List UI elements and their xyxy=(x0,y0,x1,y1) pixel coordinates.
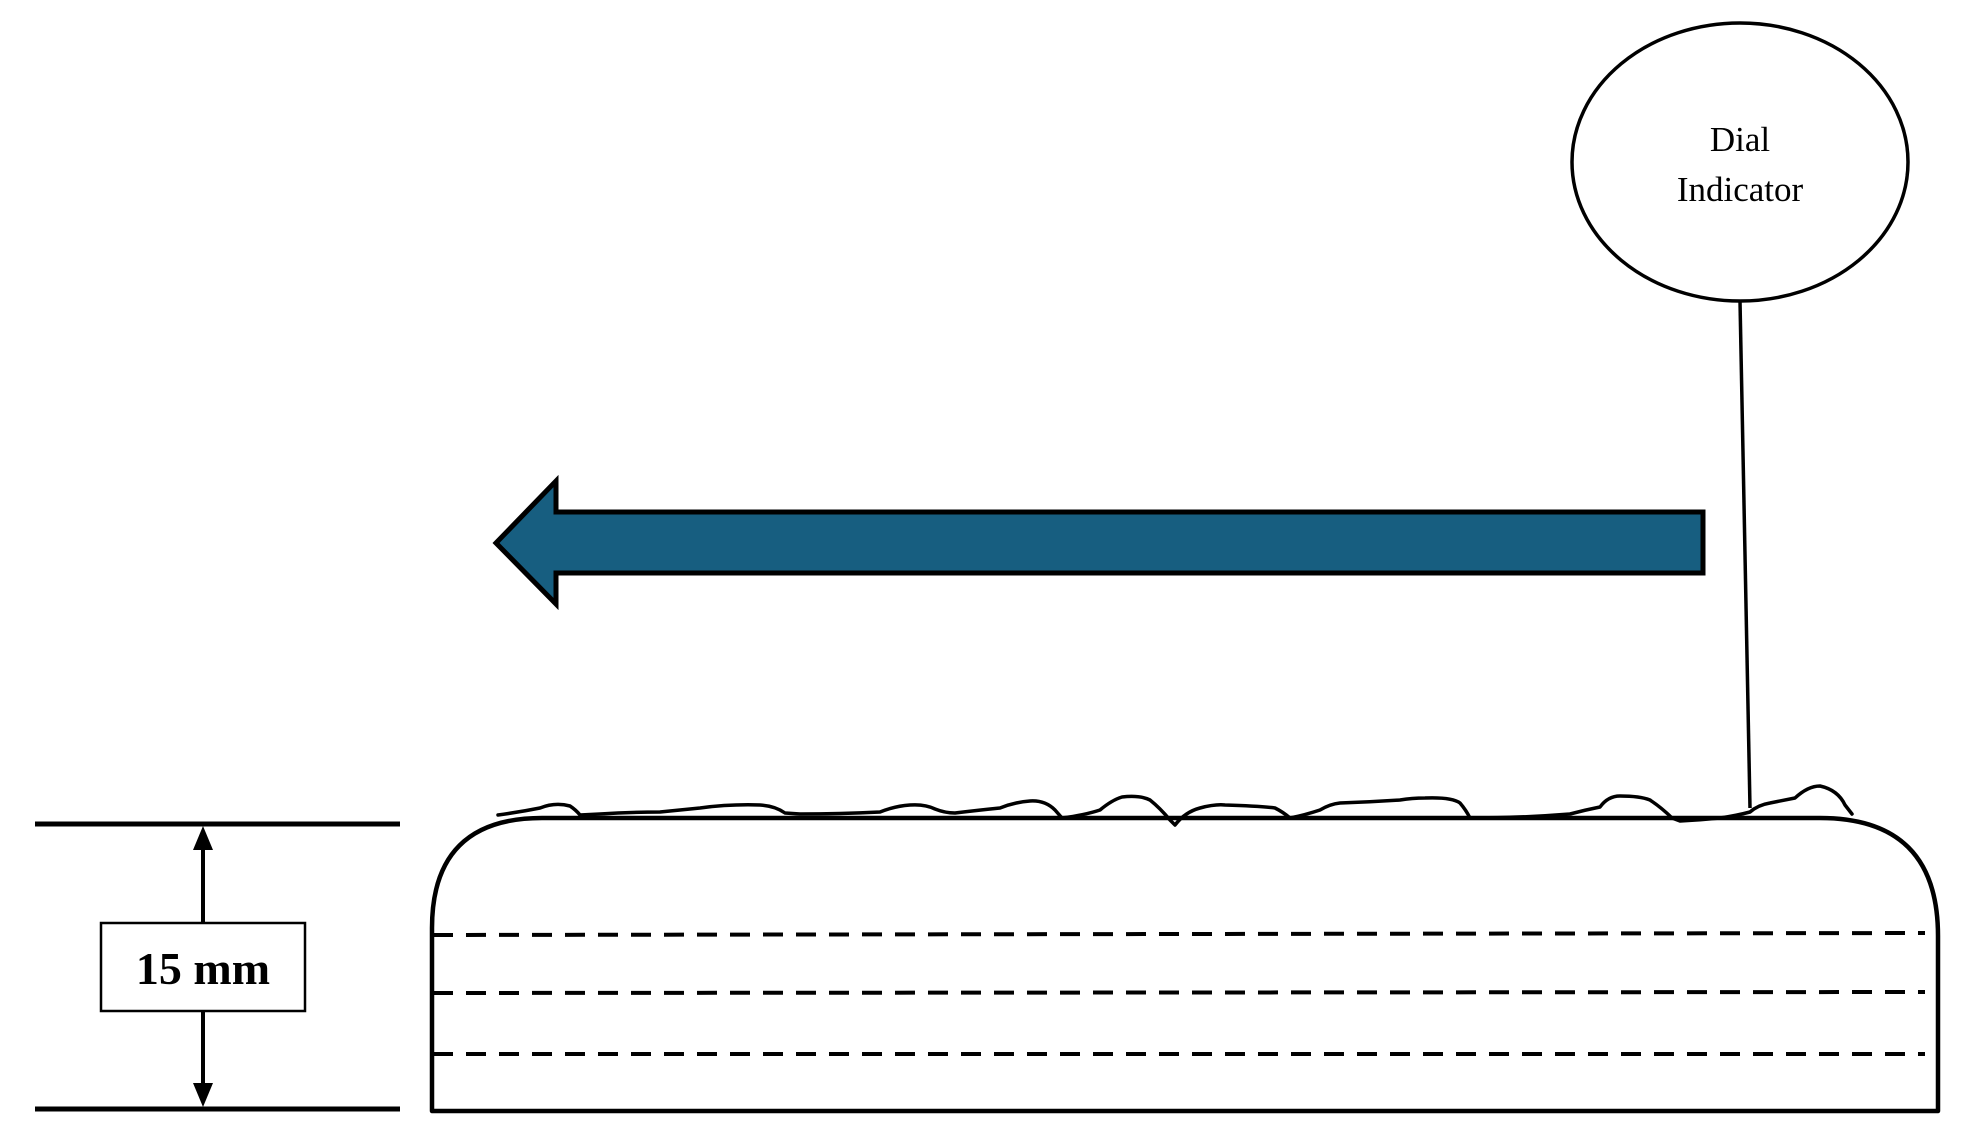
dial-indicator-body xyxy=(1570,21,1910,303)
dial-indicator-probe xyxy=(1738,300,1752,809)
specimen-outline xyxy=(429,815,1941,1114)
specimen-block xyxy=(429,784,1941,1114)
thickness-dimension: 15 mm xyxy=(35,821,400,1112)
dimension-arrowhead-down xyxy=(193,1083,213,1107)
direction-arrow xyxy=(492,474,1706,611)
rough-surface-profile xyxy=(496,784,1854,827)
dimension-arrowhead-up xyxy=(193,826,213,850)
dimension-label-box xyxy=(99,921,307,1013)
layer-line-1 xyxy=(432,931,1926,937)
dial-indicator: Dial Indicator xyxy=(1570,21,1910,809)
dimension-label: 15 mm xyxy=(136,943,270,994)
dial-indicator-label-line1: Dial xyxy=(1710,120,1771,159)
layer-line-2 xyxy=(432,990,1926,995)
dial-indicator-label-line2: Indicator xyxy=(1677,170,1804,209)
